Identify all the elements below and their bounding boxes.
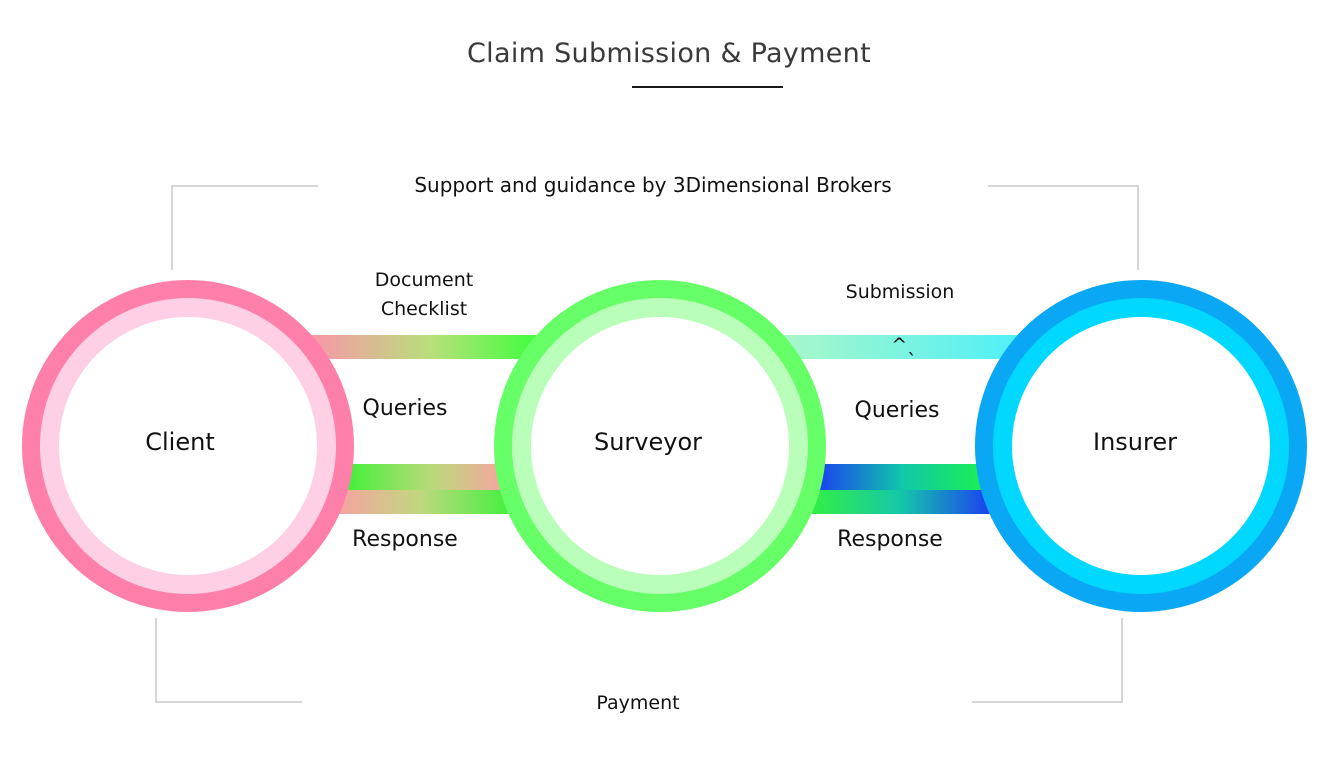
insurer-queries-label: Queries [854,398,940,423]
payment-bracket [155,618,1123,703]
support-bracket [171,185,1139,270]
submission-bar [780,335,1020,359]
insurer-response-bar [808,490,993,514]
client-queries-label: Queries [362,396,448,421]
surveyor-label: Surveyor [593,428,703,456]
page-title: Claim Submission & Payment [467,38,871,69]
client-response-bar [325,490,515,514]
client-node [22,280,354,612]
payment-label: Payment [596,692,680,714]
document-checklist-bar [300,335,540,359]
surveyor-node [494,280,826,612]
insurer-label: Insurer [1093,428,1177,456]
insurer-response-label: Response [837,527,943,552]
insurer-node [975,280,1307,612]
title-underline [632,86,783,88]
submission-marker: ^ˎ [891,334,917,356]
client-response-label: Response [352,527,458,552]
document-checklist-label: Document Checklist [374,269,474,320]
submission-label: Submission [845,281,955,303]
client-label: Client [145,428,215,456]
insurer-queries-bar [815,464,990,490]
client-queries-bar [330,464,515,490]
support-label: Support and guidance by 3Dimensional Bro… [414,173,892,197]
